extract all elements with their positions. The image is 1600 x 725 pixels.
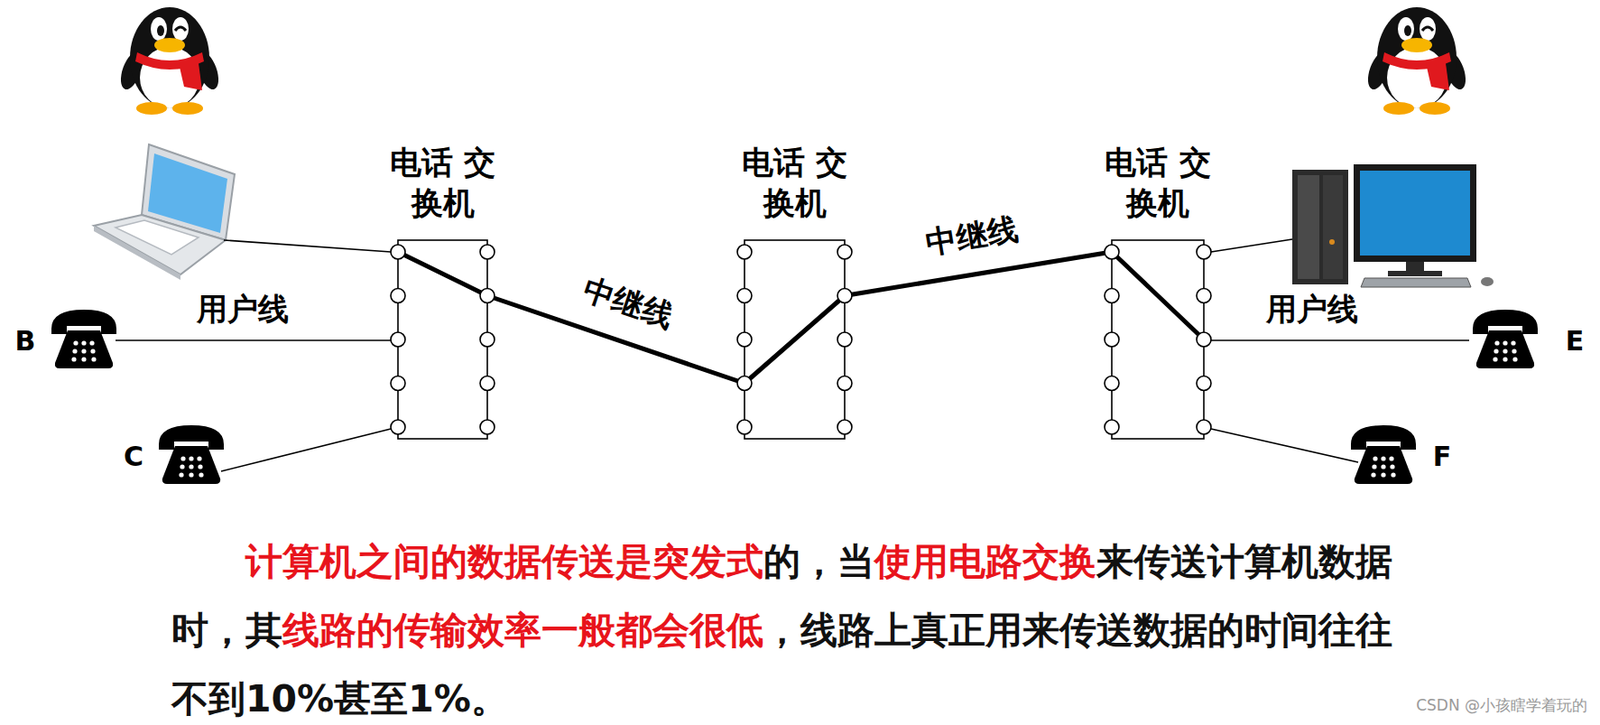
port bbox=[1196, 288, 1212, 304]
port bbox=[390, 332, 406, 347]
watermark: CSDN @小孩瞎学着玩的 bbox=[1415, 694, 1588, 716]
port bbox=[1196, 419, 1212, 435]
highlight-text: 使用电路交换 bbox=[874, 539, 1097, 583]
trunk-label: 中继线 bbox=[920, 207, 1024, 265]
switch-title: 电话 交换机 bbox=[1094, 142, 1221, 224]
switch-frame bbox=[744, 240, 845, 439]
port bbox=[390, 376, 406, 391]
port bbox=[1104, 332, 1120, 347]
port bbox=[1196, 332, 1212, 347]
switch-outline bbox=[397, 240, 488, 439]
switch-crossbar bbox=[744, 295, 845, 384]
line-label: 用户线 bbox=[1266, 288, 1359, 331]
port bbox=[737, 244, 752, 259]
port bbox=[1196, 376, 1212, 391]
port bbox=[837, 376, 852, 391]
port bbox=[390, 419, 406, 435]
port bbox=[480, 332, 495, 347]
phone-label: C bbox=[123, 440, 144, 472]
switch-box: 电话 交换机 bbox=[1111, 240, 1204, 439]
switch-outline bbox=[1111, 240, 1204, 439]
line-label: 用户线 bbox=[196, 288, 289, 331]
port bbox=[737, 419, 752, 435]
port bbox=[390, 288, 406, 304]
trunk-line bbox=[844, 251, 1112, 296]
port bbox=[837, 244, 852, 259]
port bbox=[480, 288, 495, 304]
port bbox=[1104, 419, 1120, 435]
port bbox=[737, 288, 752, 304]
switch-outline bbox=[744, 240, 845, 439]
switch-box: 电话 交换机 bbox=[744, 240, 845, 439]
switch-frame bbox=[397, 240, 488, 439]
switch-crossbar bbox=[397, 251, 488, 296]
port bbox=[480, 376, 495, 391]
port bbox=[837, 332, 852, 347]
body-text: 的，当 bbox=[763, 539, 875, 583]
port bbox=[837, 288, 852, 304]
port bbox=[1104, 288, 1120, 304]
trunk-label: 中继线 bbox=[575, 268, 682, 339]
phone-label: E bbox=[1565, 324, 1585, 357]
port bbox=[737, 376, 752, 391]
phone-label: F bbox=[1433, 440, 1453, 472]
switch-title: 电话 交换机 bbox=[731, 142, 859, 224]
port bbox=[480, 244, 495, 259]
switch-frame bbox=[1111, 240, 1204, 439]
port bbox=[1104, 376, 1120, 391]
port bbox=[737, 332, 752, 347]
highlight-text: 线路的传输效率一般都会很低 bbox=[282, 608, 764, 652]
caption-text: 计算机之间的数据传送是突发式的，当使用电路交换来传送计算机数据时，其线路的传输效… bbox=[171, 527, 1426, 725]
port bbox=[1104, 244, 1120, 259]
switch-crossbar bbox=[1111, 251, 1204, 340]
port bbox=[837, 419, 852, 435]
port bbox=[480, 419, 495, 435]
switch-title: 电话 交换机 bbox=[379, 142, 507, 224]
port bbox=[1196, 244, 1212, 259]
highlight-text: 计算机之间的数据传送是突发式 bbox=[245, 539, 764, 583]
switch-box: 电话 交换机 bbox=[397, 240, 488, 439]
port bbox=[390, 244, 406, 259]
phone-label: B bbox=[15, 324, 37, 357]
